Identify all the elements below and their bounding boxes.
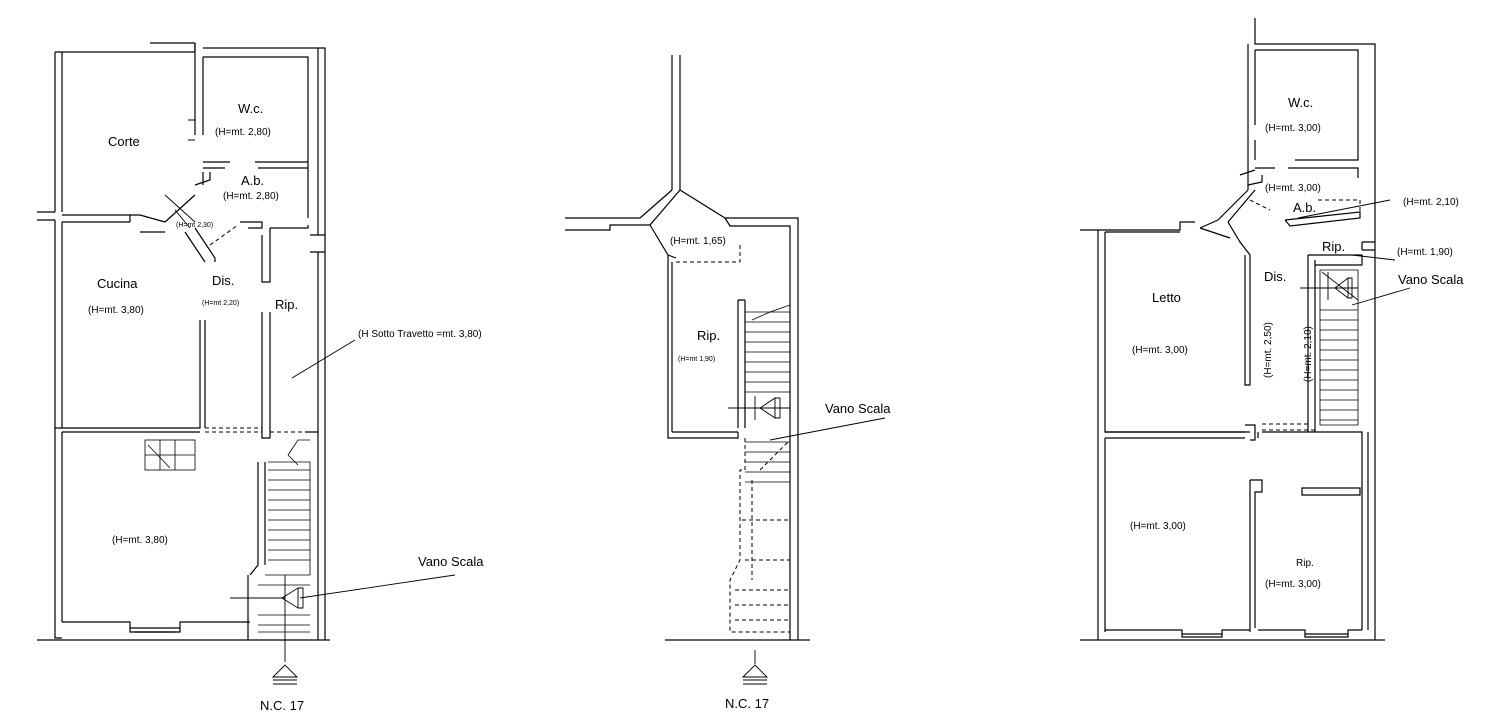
floor-plan-middle: (H=mt. 1,65) Rip. (H=mt 1,90) Vano Scala… [565, 55, 891, 711]
middle-label-h-top: (H=mt. 1,65) [670, 236, 726, 247]
left-label-cucina-h: (H=mt. 3,80) [88, 305, 144, 316]
left-label-room-h: (H=mt. 3,80) [112, 535, 168, 546]
left-main-stair [230, 439, 311, 640]
right-label-rip-small-h: (H=mt. 1,90) [1397, 247, 1453, 258]
middle-walls [565, 55, 810, 641]
right-label-wc-h: (H=mt. 3,00) [1265, 123, 1321, 134]
right-label-scala-h-vertical: (H=mt. 2,10) [1303, 326, 1314, 382]
middle-vano-scala-leader [769, 417, 886, 441]
middle-label-vano-scala: Vano Scala [825, 401, 891, 416]
right-label-rip-h: (H=mt. 3,00) [1265, 579, 1321, 590]
right-label-dis: Dis. [1264, 269, 1286, 284]
right-label-rip-small: Rip. [1322, 239, 1345, 254]
left-label-ab: A.b. [241, 173, 264, 188]
right-stair [1300, 269, 1359, 426]
right-label-vano-scala: Vano Scala [1398, 272, 1464, 287]
middle-label-rip-h: (H=mt 1,90) [678, 356, 715, 363]
floor-plan-right: W.c. (H=mt. 3,00) (H=mt. 3,00) A.b. (H=m… [1080, 18, 1464, 641]
left-label-cucina: Cucina [97, 276, 138, 291]
left-label-travetto: (H Sotto Travetto =mt. 3,80) [358, 329, 482, 340]
left-label-dis-h: (H=mt 2,20) [202, 300, 239, 307]
right-label-ab-h: (H=mt. 2,10) [1403, 197, 1459, 208]
right-label-letto: Letto [1152, 290, 1181, 305]
left-walls [37, 42, 330, 641]
left-label-door-h: (H=mt 2,30) [176, 222, 213, 229]
left-label-vano-scala: Vano Scala [418, 554, 484, 569]
middle-entrance-icon [741, 650, 769, 685]
left-travetto-leader [291, 339, 356, 379]
right-label-ab: A.b. [1293, 200, 1316, 215]
middle-label-rip: Rip. [697, 328, 720, 343]
left-label-ab-h: (H=mt. 2,80) [223, 191, 279, 202]
left-entrance-icon [271, 640, 299, 685]
right-label-dis-h-vertical: (H=mt. 2,50) [1263, 322, 1274, 378]
right-ab-leader [1297, 199, 1391, 219]
left-label-wc-h: (H=mt. 2,80) [215, 127, 271, 138]
left-label-rip: Rip. [275, 297, 298, 312]
left-label-wc: W.c. [238, 101, 263, 116]
left-vano-scala-leader [299, 574, 456, 599]
right-label-letto-h: (H=mt. 3,00) [1132, 345, 1188, 356]
left-small-stair [144, 439, 196, 471]
right-rip-leader [1351, 254, 1396, 261]
middle-label-civic: N.C. 17 [725, 696, 769, 711]
floor-plan-left: Corte W.c. (H=mt. 2,80) A.b. (H=mt. 2,80… [37, 42, 484, 713]
right-vano-scala-leader [1351, 287, 1411, 306]
left-label-corte: Corte [108, 134, 140, 149]
middle-stair [728, 304, 791, 483]
right-label-wc: W.c. [1288, 95, 1313, 110]
right-walls [1080, 18, 1385, 641]
right-label-rip: Rip. [1296, 558, 1314, 569]
right-label-ab-h-left: (H=mt. 3,00) [1265, 183, 1321, 194]
left-label-dis: Dis. [212, 273, 234, 288]
right-label-room-h: (H=mt. 3,00) [1130, 521, 1186, 532]
left-label-civic: N.C. 17 [260, 698, 304, 713]
